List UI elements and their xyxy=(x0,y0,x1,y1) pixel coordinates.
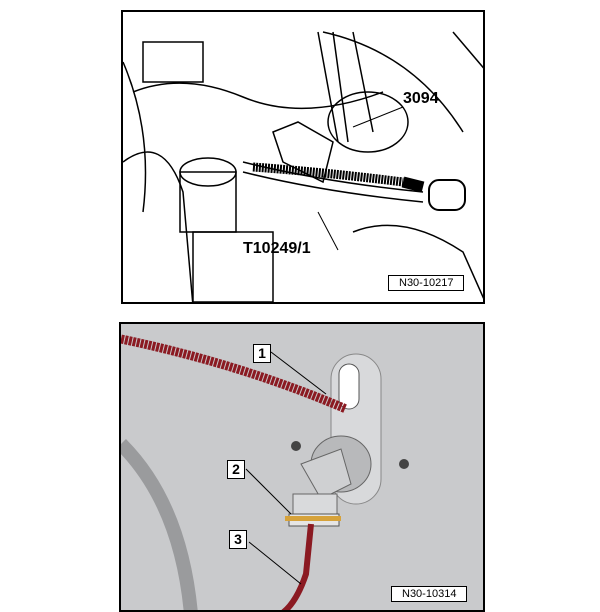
callout-1: 1 xyxy=(253,344,271,363)
figure-ref-number: N30-10217 xyxy=(388,275,465,291)
callout-3: 3 xyxy=(229,530,247,549)
callout-2: 2 xyxy=(227,460,245,479)
tool-label-t10249: T10249/1 xyxy=(243,240,311,257)
hose-connection-illustration xyxy=(121,334,409,610)
tool-label-3094: 3094 xyxy=(403,90,439,107)
engine-bay-illustration xyxy=(123,31,483,302)
figure-hose-connection: 1 2 3 N30-10314 xyxy=(119,322,485,612)
figure-engine-bay: 3094 T10249/1 N30-10217 xyxy=(121,10,485,304)
figure-ref-number: N30-10314 xyxy=(391,586,468,602)
